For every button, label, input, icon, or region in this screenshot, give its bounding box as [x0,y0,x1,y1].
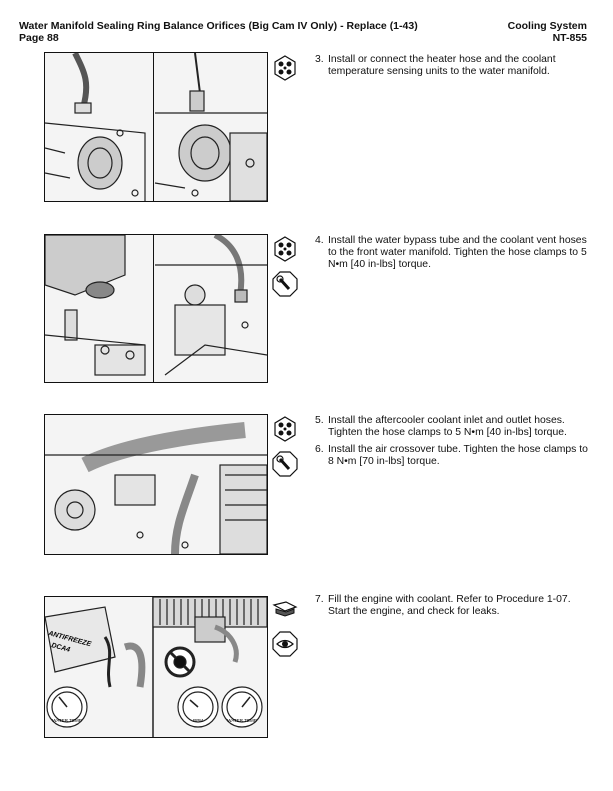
step-5: 5. Install the aftercooler coolant inlet… [315,415,567,438]
engine-model: NT-855 [552,32,587,44]
icons-step-3 [272,55,300,90]
fluid-fill-icon [272,601,298,617]
page-header-left: Water Manifold Sealing Ring Balance Orif… [19,20,418,44]
illustration-step-4 [44,234,268,383]
step-7: 7. Fill the engine with coolant. Refer t… [315,594,571,617]
steps-panel-2: 4. Install the water bypass tube and the… [315,235,590,276]
wrench-socket-icon [274,55,296,81]
steps-panel-4: 7. Fill the engine with coolant. Refer t… [315,594,590,623]
torque-wrench-icon [272,451,298,477]
steps-panel-3: 5. Install the aftercooler coolant inlet… [315,415,590,473]
water-temp-label-2: WATER TEMP [227,718,256,723]
steps-panel-1: 3. Install or connect the heater hose an… [315,54,590,83]
torque-wrench-icon [272,271,298,297]
step-4: 4. Install the water bypass tube and the… [315,235,587,270]
engine-line-drawing [45,235,267,376]
wrench-socket-icon [274,416,296,442]
icons-step-7 [272,596,300,666]
coolant-fill-drawing: ANTIFREEZE DCA4 WATER TEMP RPM WATER TEM… [45,597,267,737]
illustration-step-7: ANTIFREEZE DCA4 WATER TEMP RPM WATER TEM… [44,596,268,738]
water-temp-label-1: WATER TEMP [52,718,81,723]
procedure-title: Water Manifold Sealing Ring Balance Orif… [19,20,418,32]
page-header-right: Cooling System NT-855 [508,20,587,44]
step-6: 6. Install the air crossover tube. Tight… [315,444,588,467]
illustration-steps-5-6 [44,414,268,555]
illustration-step-3 [44,52,268,202]
wrench-socket-icon [274,236,296,262]
rpm-label: RPM [193,718,203,723]
inspect-eye-icon [272,631,298,657]
engine-line-drawing [45,422,267,554]
step-3: 3. Install or connect the heater hose an… [315,54,556,77]
icons-step-4 [272,236,300,306]
dca4-label: DCA4 [50,642,70,654]
page-number: Page 88 [19,32,59,44]
icons-steps-5-6 [272,416,300,486]
section-title: Cooling System [507,20,587,32]
engine-line-drawing [45,53,267,201]
